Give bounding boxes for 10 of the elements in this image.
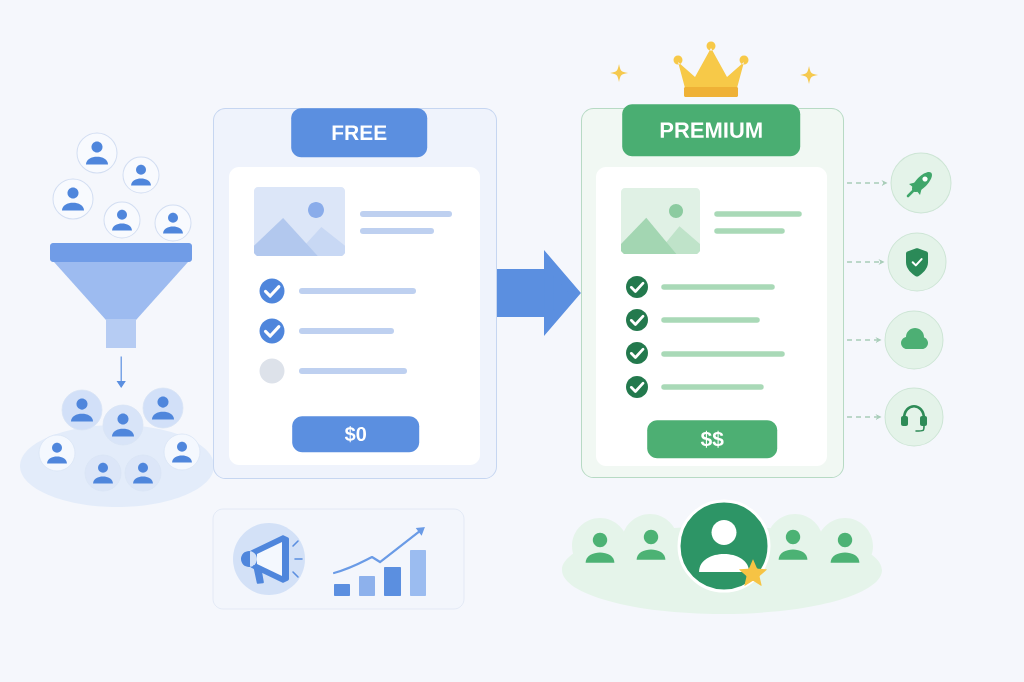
user-group	[20, 387, 214, 507]
shield-icon	[887, 232, 947, 292]
cloud-icon	[884, 310, 944, 370]
headset-icon	[884, 387, 944, 447]
price-button: $$	[647, 420, 778, 459]
price-button: $0	[292, 416, 420, 453]
plan-tab: FREE	[291, 108, 428, 158]
funnel	[50, 243, 192, 348]
rocket-icon	[890, 152, 952, 214]
plan-tab: PREMIUM	[622, 104, 801, 157]
